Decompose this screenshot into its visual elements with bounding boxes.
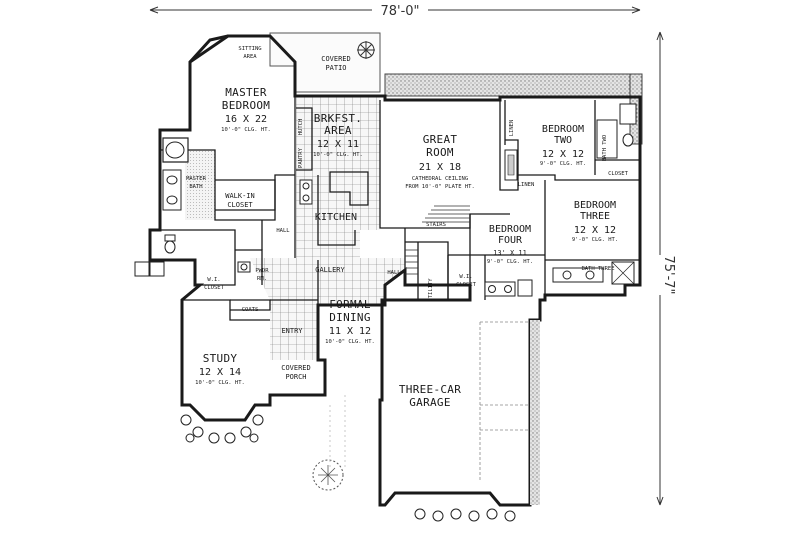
rear-terrace [384,73,643,97]
linen-2-label: LINEN [509,120,515,137]
walk-in-closet-label-1: WALK-IN [225,192,255,200]
formal-dining-note: 10'-0" CLG. HT. [325,339,375,345]
master-bedroom-note: 10'-0" CLG. HT. [221,127,271,133]
garage-label-1: THREE-CAR [399,383,461,396]
garage-label-2: GARAGE [409,396,451,409]
walkway [329,395,346,470]
powder-sink-icon [237,261,251,273]
closet-label: CLOSET [608,171,629,177]
kitchen-sink-icon [299,179,313,205]
bedroom-two-size: 12 X 12 [542,149,584,160]
wi-closet-left-label-1: W.I. [207,277,220,283]
bedroom-two-name-2: TWO [554,135,572,146]
master-tub-icon [162,137,189,163]
brkfst-area-name-2: AREA [324,124,352,137]
shrub-icons [180,414,516,522]
master-bedroom-name-2: BEDROOM [222,99,271,112]
great-room-note-2: FROM 10'-0" PLATE HT. [405,184,475,190]
master-bath-label-2: BATH [189,184,202,190]
bedroom-three-note: 9'-0" CLG. HT. [572,237,618,243]
bedroom-four-name-2: FOUR [498,235,523,246]
formal-dining-name-1: FORMAL [329,298,371,311]
master-sink-icon [162,169,182,211]
bedroom-three-size: 12 X 12 [574,225,616,236]
study-note: 10'-0" CLG. HT. [195,380,245,386]
brkfst-area-name-1: BRKFST. [314,112,362,125]
bedroom-four-size: 13' X 11 [493,249,527,257]
sitting-area-label-2: AREA [243,54,257,60]
hall-mid-label: HALL [387,270,401,276]
master-bath-label-1: MASTER [186,176,207,182]
tree-icon [312,459,344,491]
entry-label: ENTRY [281,327,303,335]
depth-dimension: 75'-7" [652,31,676,506]
stair-treads [422,205,470,223]
pantry-label: PANTRY [298,147,304,168]
bedroom-four-note: 9'-0" CLG. HT. [487,259,533,265]
utility-label: UTILITY [428,278,434,302]
fireplace-icon [504,149,518,181]
bath-three-label: BATH THREE [581,266,614,272]
hutch-label: HUTCH [298,119,304,136]
stairs-label: STAIRS [426,222,446,228]
covered-patio-label-1: COVERED [321,55,351,63]
bedroom-three-name-1: BEDROOM [574,200,616,211]
formal-dining-name-2: DINING [329,311,371,324]
garage-door-lines [479,321,530,480]
brkfst-area-note: 10'-0" CLG. HT. [313,152,363,158]
master-bedroom-name-1: MASTER [225,86,267,99]
bath-two-tub-icon [596,103,637,159]
great-room-name-2: ROOM [426,146,454,159]
patio-plant-icon [357,41,375,59]
great-room-note-1: CATHEDRAL CEILING [412,176,468,182]
coats-label: COATS [242,307,259,313]
garage-side-apron [530,320,540,505]
wi-closet-right-label-2: CLOSET [456,282,477,288]
master-bedroom-size: 16 X 22 [225,114,267,125]
master-bay-wall [188,34,229,64]
study-name: STUDY [203,352,238,365]
covered-patio-label-2: PATIO [325,64,346,72]
bedroom-two-note: 9'-0" CLG. HT. [540,161,586,167]
kitchen-floor [296,97,380,258]
great-room-name-1: GREAT [423,133,458,146]
room-labels: SITTING AREA COVERED PATIO MASTER BEDROO… [186,46,629,409]
linen-1-label: LINEN [518,182,535,188]
gallery-floor [250,258,405,360]
bath-two-label: BATH TWO [602,135,608,162]
great-room-size: 21 X 18 [419,162,461,173]
hall-left-label: HALL [276,228,290,234]
kitchen-label: KITCHEN [315,212,357,223]
master-bath-tile [185,150,215,220]
bedroom-three-name-2: THREE [580,211,610,222]
bath-three-fixtures-icon [552,261,635,285]
interior-walls [160,96,640,321]
bedroom-four-bath-icon [484,279,533,297]
formal-dining-size: 11 X 12 [329,326,371,337]
brkfst-area-size: 12 X 11 [317,139,359,150]
wi-closet-left-label-2: CLOSET [204,285,225,291]
wi-closet-right-label-1: W.I. [459,274,472,280]
covered-porch-label-1: COVERED [281,364,311,372]
covered-porch-label-2: PORCH [285,373,306,381]
ac-unit-icon [134,261,165,277]
width-dimension: 78'-0" [149,3,641,19]
walk-in-closet-label-2: CLOSET [227,201,253,209]
bedroom-two-name-1: BEDROOM [542,124,584,135]
gallery-label: GALLERY [315,266,345,274]
sitting-area-label-1: SITTING [238,46,261,52]
study-size: 12 X 14 [199,367,241,378]
pwdr-rm-label-2: RM. [257,276,267,282]
width-label: 78'-0" [380,4,419,19]
bedroom-four-name-1: BEDROOM [489,224,531,235]
depth-label: 75'-7" [661,255,676,294]
stair-treads-lower [405,249,418,275]
toilet-icon [164,234,176,254]
pwdr-rm-label-1: PWDR [255,268,269,274]
